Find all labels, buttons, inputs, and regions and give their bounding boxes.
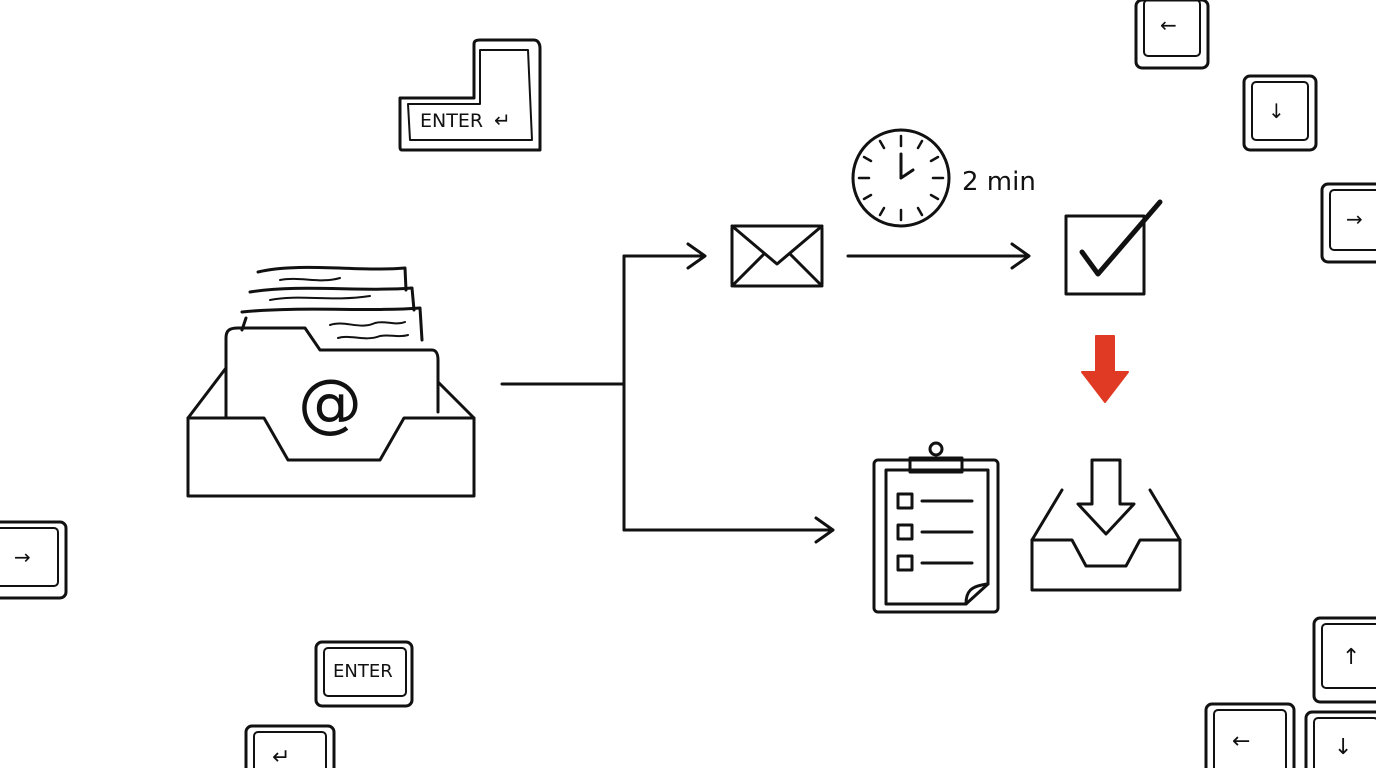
clipboard-checklist-icon bbox=[872, 441, 1000, 614]
checklist-box bbox=[896, 554, 914, 572]
clipboard-board bbox=[872, 458, 1000, 614]
clipboard-ring bbox=[928, 441, 944, 457]
up-arrow-key: ↑ bbox=[1312, 616, 1376, 704]
envelope-body bbox=[730, 224, 824, 288]
envelope-icon bbox=[730, 224, 824, 288]
clock-icon bbox=[851, 128, 951, 228]
check-mark bbox=[1079, 199, 1163, 277]
paper-sheet bbox=[248, 286, 416, 312]
paper-scribble bbox=[329, 321, 406, 327]
checklist-lines bbox=[920, 499, 974, 565]
return-arrow-icon: ↵ bbox=[494, 108, 511, 132]
left-arrow-key: ← bbox=[1134, 0, 1210, 70]
left-arrow-key-bottom: ← bbox=[1204, 702, 1296, 773]
arrow-to-done bbox=[846, 242, 1031, 270]
paper-sheet bbox=[256, 265, 408, 292]
checkbox-checked-icon bbox=[1064, 199, 1163, 296]
down-arrow-glyph-icon: ↓ bbox=[1334, 735, 1352, 760]
folder-outline bbox=[224, 326, 440, 420]
branch-connector bbox=[500, 242, 835, 544]
clock-ticks bbox=[857, 134, 945, 222]
left-arrow-icon: ← bbox=[1160, 13, 1177, 37]
tray-sides bbox=[1030, 488, 1182, 542]
paper-sheet bbox=[240, 306, 424, 342]
enter-key: ENTER ↵ bbox=[398, 38, 542, 152]
tray-download-arrow bbox=[1076, 458, 1136, 536]
down-arrow-glyph-icon: ↓ bbox=[1268, 99, 1285, 123]
return-key: ↵ bbox=[244, 724, 336, 773]
clock-face bbox=[851, 128, 951, 228]
paper-scribble bbox=[269, 295, 371, 301]
arrow-to-clipboard bbox=[622, 516, 835, 544]
clipboard-paper bbox=[884, 468, 990, 606]
right-arrow-icon: → bbox=[14, 545, 31, 569]
duration-label: 2 min bbox=[962, 167, 1036, 197]
return-arrow-icon: ↵ bbox=[272, 745, 290, 768]
enter-key-label: ENTER bbox=[333, 661, 393, 682]
checklist-box bbox=[896, 523, 914, 541]
enter-key-label: ENTER bbox=[420, 110, 483, 132]
arrow-to-email bbox=[622, 242, 707, 270]
down-arrow-key: ↓ bbox=[1242, 74, 1318, 152]
left-arrow-icon: ← bbox=[1232, 729, 1250, 754]
right-arrow-icon: → bbox=[1346, 207, 1363, 231]
tray-front bbox=[186, 416, 476, 462]
down-arrow-key-bottom: ↓ bbox=[1304, 710, 1376, 773]
up-arrow-icon: ↑ bbox=[1342, 645, 1360, 670]
enter-key-small: ENTER bbox=[314, 640, 414, 708]
at-symbol-icon: @ bbox=[298, 367, 362, 441]
clipboard-clip bbox=[908, 456, 964, 474]
clock-hands bbox=[899, 152, 915, 180]
right-arrow-key-left: → bbox=[0, 520, 68, 600]
checklist-box bbox=[896, 492, 914, 510]
paper-scribble bbox=[279, 277, 341, 282]
checkbox-frame bbox=[1064, 214, 1146, 296]
paper-curl bbox=[964, 582, 990, 606]
envelope-flap bbox=[730, 224, 824, 266]
paper-scribble bbox=[337, 334, 409, 340]
email-inbox-tray-icon: @ bbox=[186, 265, 476, 498]
tray-lip bbox=[1030, 538, 1182, 568]
download-tray-icon bbox=[1030, 458, 1182, 592]
tray-box bbox=[186, 366, 476, 498]
down-arrow-icon bbox=[1081, 335, 1129, 403]
tray-body bbox=[1030, 538, 1182, 592]
right-arrow-key-edge: → bbox=[1320, 182, 1376, 264]
envelope-fold bbox=[730, 252, 824, 288]
